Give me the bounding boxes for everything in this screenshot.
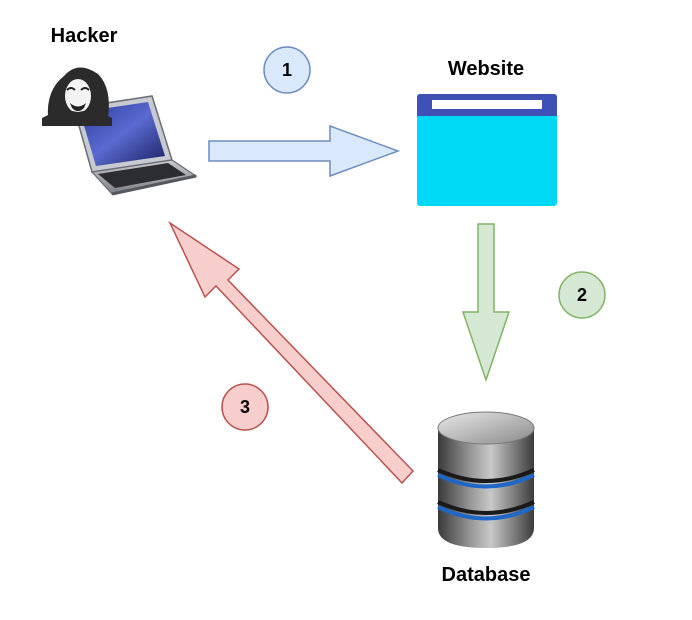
step-2-badge: 2 — [558, 271, 606, 319]
step-2-number: 2 — [577, 285, 587, 305]
browser-window-icon — [417, 94, 557, 206]
arrow-database-to-hacker-shape — [168, 220, 415, 485]
database-label: Database — [442, 564, 531, 586]
website-label: Website — [448, 58, 524, 80]
database-cylinder-icon — [437, 411, 535, 548]
step-1-badge: 1 — [263, 46, 311, 94]
arrow-website-to-database — [461, 223, 511, 383]
step-3-badge: 3 — [221, 383, 269, 431]
step-1-number: 1 — [282, 60, 292, 80]
hacker-label: Hacker — [51, 25, 118, 47]
hacker-laptop-icon — [42, 67, 198, 196]
step-3-number: 3 — [240, 397, 250, 417]
arrow-hacker-to-website — [208, 124, 401, 178]
